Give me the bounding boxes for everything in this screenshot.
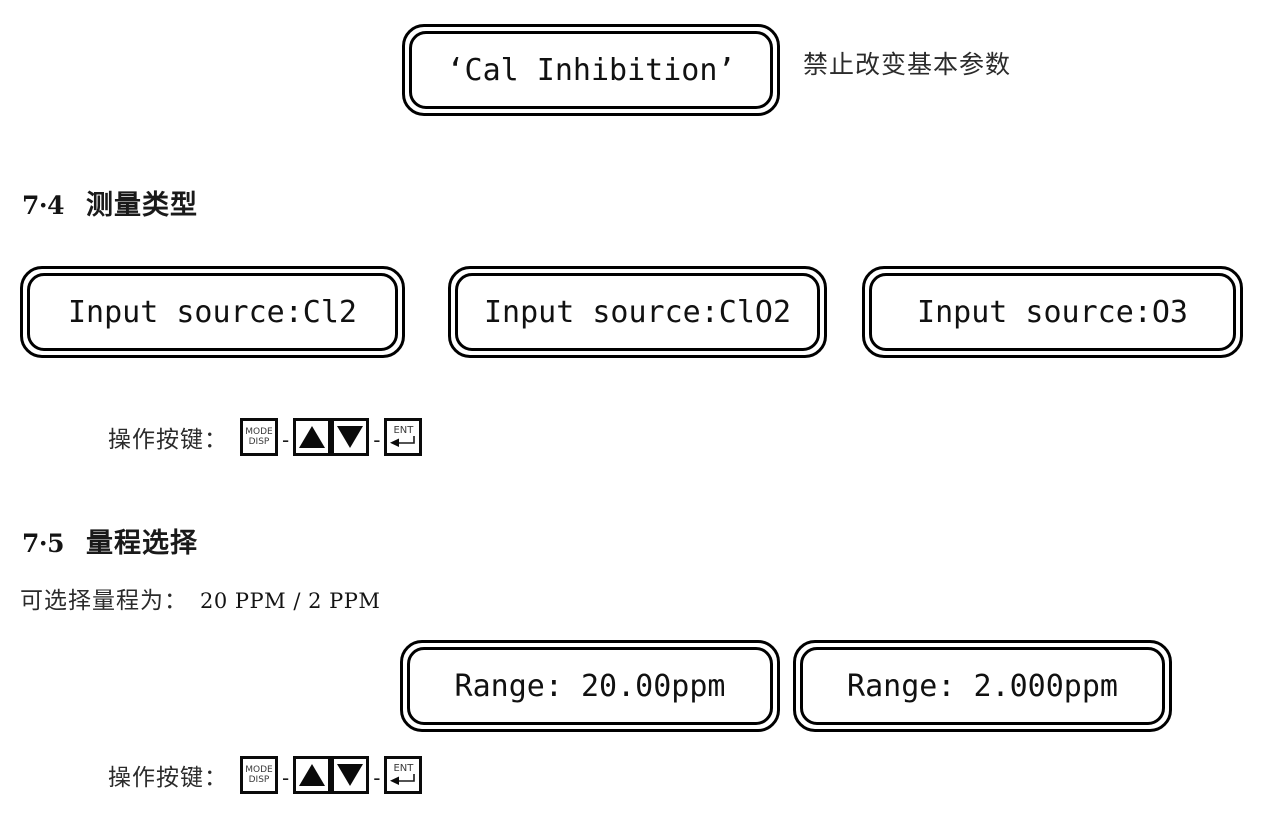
triangle-up-icon xyxy=(299,764,326,786)
enter-key-label: ENT xyxy=(393,425,414,436)
section-75-key-sequence: 操作按键： MODE DISP - - ENT xyxy=(108,756,423,794)
triangle-up-icon xyxy=(299,426,326,448)
mode-disp-key[interactable]: MODE DISP xyxy=(240,418,278,456)
section-74-key-sequence-label: 操作按键： xyxy=(108,427,228,453)
section-74-title: 测量类型 xyxy=(86,190,198,221)
input-source-o3-display: Input source:O3 xyxy=(862,266,1243,358)
enter-return-arrow-icon xyxy=(390,436,416,447)
mode-disp-key-line2: DISP xyxy=(248,775,270,785)
mode-disp-key-line1: MODE xyxy=(245,765,273,775)
range-20ppm-text: Range: 20.00ppm xyxy=(454,668,726,704)
down-arrow-key[interactable] xyxy=(331,756,370,794)
up-arrow-key[interactable] xyxy=(293,418,332,456)
key-separator: - xyxy=(282,766,290,790)
mode-disp-key-line1: MODE xyxy=(245,427,273,437)
key-separator: - xyxy=(373,766,381,790)
down-arrow-key[interactable] xyxy=(331,418,370,456)
enter-return-arrow-icon xyxy=(390,774,416,785)
up-arrow-key[interactable] xyxy=(293,756,332,794)
range-options-note: 可选择量程为： 20 PPM / 2 PPM xyxy=(20,581,380,615)
section-75-title: 量程选择 xyxy=(86,528,198,559)
input-source-cl2-text: Input source:Cl2 xyxy=(68,294,357,330)
cal-inhibition-display: ‘Cal Inhibition’ xyxy=(402,24,780,116)
input-source-cl2-display: Input source:Cl2 xyxy=(20,266,405,358)
section-74-key-sequence: 操作按键： MODE DISP - - ENT xyxy=(108,418,423,456)
cal-inhibition-annotation: 禁止改变基本参数 xyxy=(803,50,1012,79)
range-20ppm-display: Range: 20.00ppm xyxy=(400,640,780,732)
mode-disp-key-line2: DISP xyxy=(248,437,270,447)
enter-key-face: ENT xyxy=(387,759,419,791)
section-74-heading: 7·4 测量类型 xyxy=(22,183,198,222)
triangle-down-icon xyxy=(337,426,364,448)
enter-key-face: ENT xyxy=(387,421,419,453)
triangle-down-icon xyxy=(337,764,364,786)
range-2ppm-text: Range: 2.000ppm xyxy=(847,668,1118,704)
input-source-clo2-text: Input source:ClO2 xyxy=(483,294,792,330)
section-75-number: 7·5 xyxy=(22,529,65,558)
enter-key[interactable]: ENT xyxy=(384,756,423,794)
range-options-label: 可选择量程为： xyxy=(20,588,188,614)
section-75-heading: 7·5 量程选择 xyxy=(22,521,198,560)
enter-key-label: ENT xyxy=(393,763,414,774)
section-74-number: 7·4 xyxy=(22,191,65,220)
section-75-key-sequence-label: 操作按键： xyxy=(108,765,228,791)
enter-key[interactable]: ENT xyxy=(384,418,423,456)
range-2ppm-display: Range: 2.000ppm xyxy=(793,640,1172,732)
input-source-clo2-display: Input source:ClO2 xyxy=(448,266,827,358)
cal-inhibition-display-text: ‘Cal Inhibition’ xyxy=(446,52,736,88)
range-options-values: 20 PPM / 2 PPM xyxy=(200,589,381,613)
input-source-o3-text: Input source:O3 xyxy=(917,294,1188,330)
key-separator: - xyxy=(282,428,290,452)
key-separator: - xyxy=(373,428,381,452)
mode-disp-key[interactable]: MODE DISP xyxy=(240,756,278,794)
